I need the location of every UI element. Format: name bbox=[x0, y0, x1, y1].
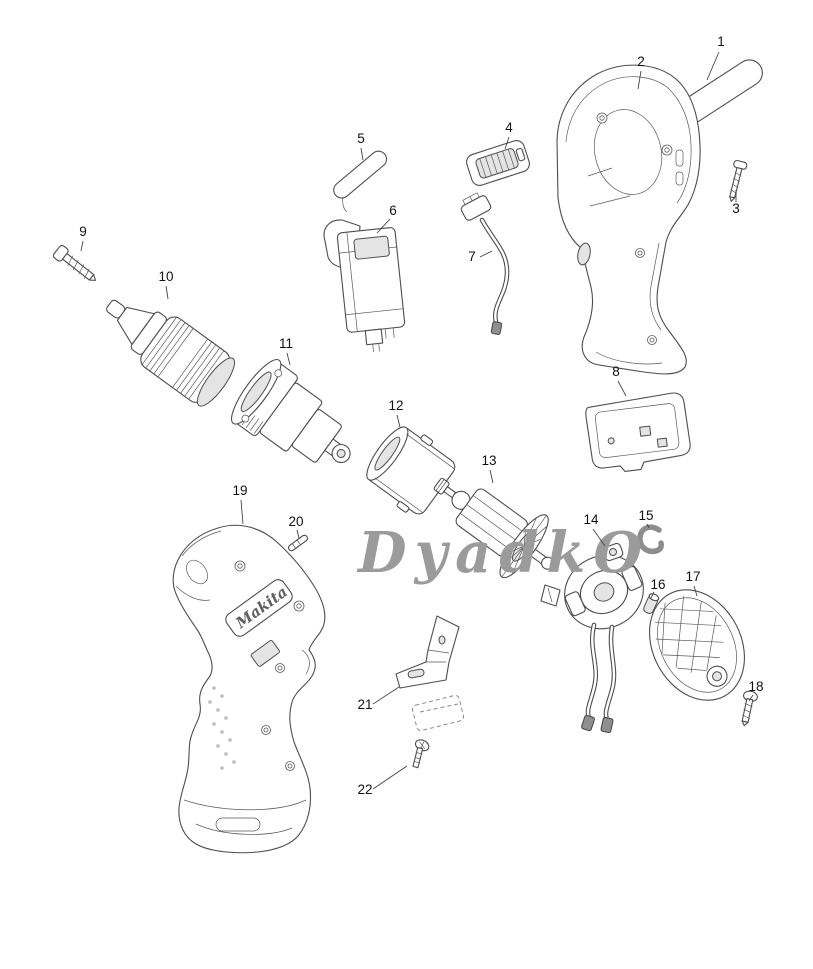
part-11-gear-assembly bbox=[231, 359, 351, 464]
part-label-19: 19 bbox=[232, 483, 247, 498]
part-6-switch bbox=[323, 219, 406, 353]
leader-lines bbox=[80, 51, 754, 790]
part-label-2: 2 bbox=[637, 54, 645, 69]
part-label-7: 7 bbox=[468, 249, 476, 264]
part-number-labels: 1 2 3 4 5 6 7 8 9 10 11 12 13 14 15 16 1… bbox=[79, 34, 763, 797]
part-18-screw bbox=[741, 690, 758, 727]
part-2-housing-half-right bbox=[556, 64, 701, 375]
part-label-15: 15 bbox=[638, 508, 653, 523]
part-label-10: 10 bbox=[158, 269, 173, 284]
part-label-14: 14 bbox=[583, 512, 599, 527]
watermark-text: DyadkO bbox=[356, 520, 650, 586]
part-10-drill-chuck bbox=[106, 299, 236, 407]
part-15-clip bbox=[637, 524, 664, 555]
part-label-16: 16 bbox=[650, 577, 665, 592]
part-label-8: 8 bbox=[612, 364, 620, 379]
part-label-11: 11 bbox=[279, 336, 293, 351]
part-label-21: 21 bbox=[357, 697, 372, 712]
part-label-3: 3 bbox=[732, 201, 740, 216]
part-19-housing-half-left: Makita bbox=[172, 524, 326, 854]
part-label-4: 4 bbox=[505, 120, 513, 135]
part-21-bracket bbox=[395, 615, 465, 732]
part-5-strip bbox=[333, 150, 388, 213]
part-22-screw bbox=[412, 739, 430, 769]
part-label-1: 1 bbox=[717, 34, 725, 49]
part-4-switch-cover-plate bbox=[466, 140, 530, 186]
part-20-pin bbox=[287, 534, 309, 552]
part-16-pin bbox=[643, 593, 660, 614]
part-8-terminal-cover bbox=[585, 392, 691, 472]
part-7-led-wire-assembly bbox=[460, 192, 510, 335]
part-label-9: 9 bbox=[79, 224, 87, 239]
part-17-rear-cover bbox=[641, 589, 745, 701]
part-13-rotor-with-fan bbox=[433, 477, 555, 579]
grip-texture bbox=[208, 686, 236, 770]
part-label-20: 20 bbox=[288, 514, 303, 529]
part-label-5: 5 bbox=[357, 131, 365, 146]
part-label-22: 22 bbox=[357, 782, 372, 797]
part-label-17: 17 bbox=[685, 569, 700, 584]
part-label-18: 18 bbox=[748, 679, 763, 694]
part-9-screw bbox=[52, 244, 97, 281]
part-label-13: 13 bbox=[481, 453, 496, 468]
part-3-screw bbox=[729, 159, 748, 202]
part-label-12: 12 bbox=[388, 398, 403, 413]
part-14-brush-holder-with-wires bbox=[540, 542, 644, 734]
bracket-phantom-outline bbox=[411, 694, 465, 732]
part-label-6: 6 bbox=[389, 203, 397, 218]
part-12-stator bbox=[366, 426, 456, 515]
